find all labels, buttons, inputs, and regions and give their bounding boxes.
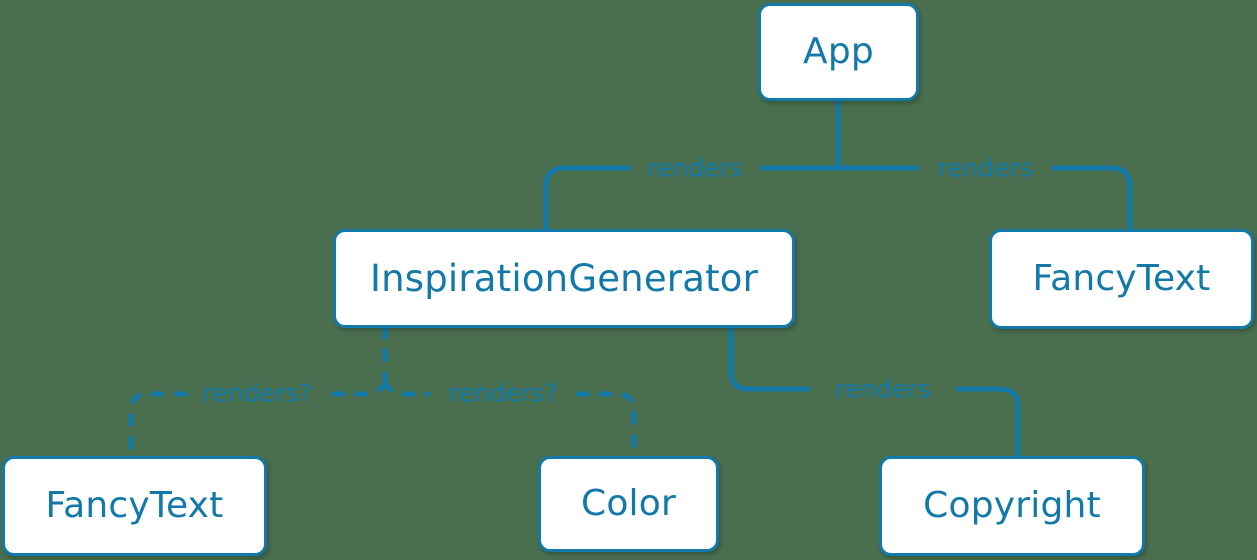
edge-app-to-inspirationgenerator-right-segment	[543, 165, 632, 232]
edge-inspirationgenerator-to-fancytext-right-segment	[327, 380, 388, 397]
node-copyright[interactable]: Copyright	[879, 456, 1145, 556]
edge-app-to-fancytext-left-segment	[835, 98, 919, 171]
edge-app-to-inspirationgenerator-left-segment	[759, 98, 841, 171]
edge-label-inspirationgenerator-to-copyright: renders	[835, 374, 931, 404]
node-app-label: App	[803, 31, 874, 72]
node-inspirationgenerator[interactable]: InspirationGenerator	[333, 229, 795, 328]
edge-inspirationgenerator-to-color-left-segment	[382, 380, 431, 397]
node-inspirationgenerator-label: InspirationGenerator	[369, 257, 759, 300]
edge-inspirationgenerator-to-fancytext-left-segment	[128, 391, 188, 459]
edge-label-inspirationgenerator-to-color: renders?	[448, 378, 558, 408]
edge-inspirationgenerator-to-copyright-left-segment	[728, 325, 811, 392]
node-fancytext-right-label: FancyText	[1032, 258, 1211, 299]
edge-app-to-fancytext-right-segment	[1051, 165, 1133, 232]
edge-label-app-to-fancytext: renders	[937, 153, 1033, 183]
node-fancytext-bottom[interactable]: FancyText	[2, 456, 267, 556]
node-copyright-label: Copyright	[923, 485, 1101, 526]
node-app[interactable]: App	[758, 3, 919, 101]
node-color[interactable]: Color	[538, 456, 719, 552]
node-fancytext-bottom-label: FancyText	[45, 485, 224, 526]
node-color-label: Color	[581, 483, 676, 524]
edge-inspirationgenerator-to-color-right-segment	[575, 391, 637, 459]
edge-inspirationgenerator-to-copyright-right-segment	[955, 386, 1021, 459]
edge-label-app-to-inspirationgenerator: renders	[647, 153, 743, 183]
node-fancytext-right[interactable]: FancyText	[989, 229, 1254, 329]
edge-label-inspirationgenerator-to-fancytext: renders?	[202, 378, 312, 408]
